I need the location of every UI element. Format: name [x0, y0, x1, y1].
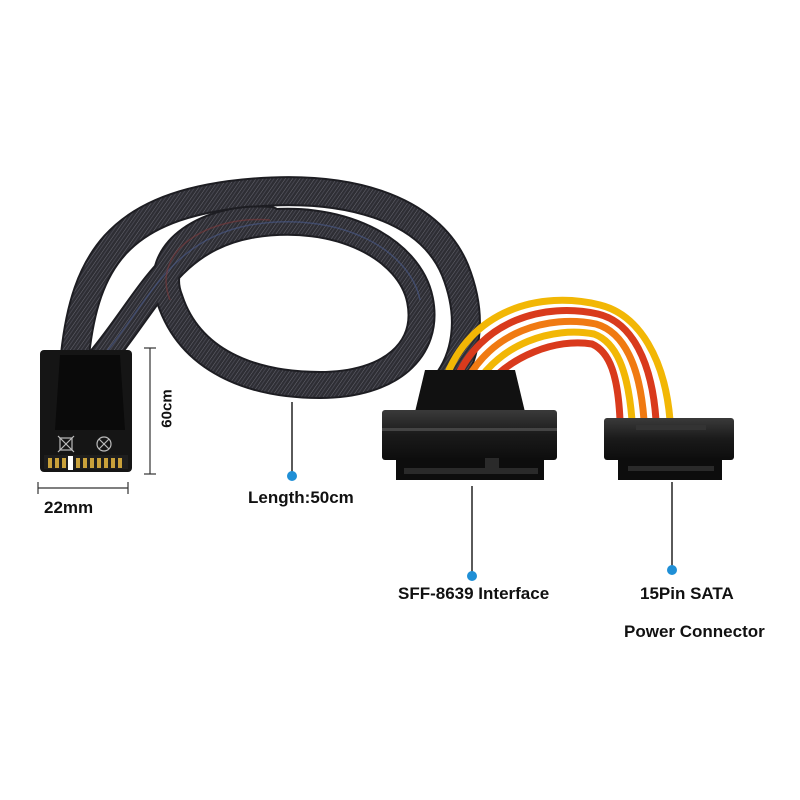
- dimension-lines: [37, 347, 156, 494]
- power-connector-label-line1: 15Pin SATA: [640, 584, 734, 603]
- interface-label: SFF-8639 Interface: [398, 584, 550, 603]
- power-wires: [441, 296, 674, 424]
- cable-boot: [415, 370, 525, 412]
- m2-card: [40, 350, 132, 472]
- callout-leaders: [287, 402, 677, 581]
- height-dimension-label: 60cm: [158, 389, 176, 428]
- braided-cable: [60, 176, 481, 400]
- no-bin-icon: [57, 435, 75, 453]
- sff-8639-connector: [382, 410, 557, 480]
- callout-dot-icon: [667, 565, 677, 575]
- callout-dot-icon: [287, 471, 297, 481]
- callout-dot-icon: [467, 571, 477, 581]
- sata-power-connector: [604, 418, 734, 480]
- cable-length-label: Length:50cm: [248, 488, 354, 507]
- power-connector-label-line2: Power Connector: [624, 622, 765, 641]
- no-rohs-icon: [96, 436, 112, 452]
- width-dimension-label: 22mm: [44, 498, 94, 517]
